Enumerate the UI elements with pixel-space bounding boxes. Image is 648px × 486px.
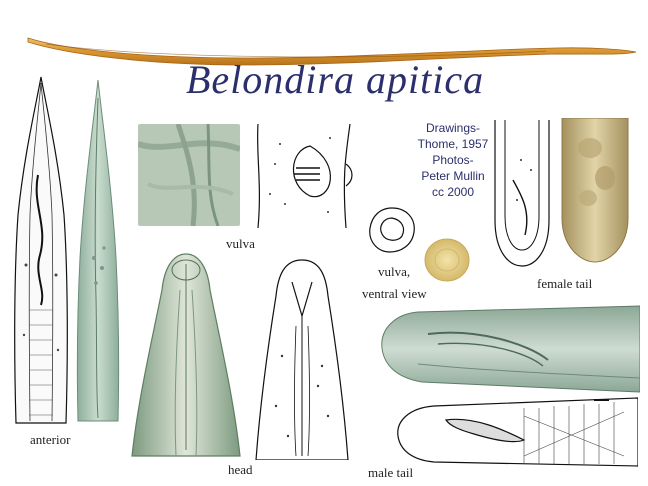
credits-line: cc 2000	[431, 185, 475, 199]
credits-line: Drawings-	[425, 121, 480, 135]
male-tail-photo	[381, 305, 640, 393]
head-label: head	[228, 462, 253, 477]
ventral-view-label: ventral view	[362, 286, 427, 301]
head-photo	[131, 253, 241, 457]
female-tail-photo	[561, 118, 629, 263]
credits-line: Peter Mullin	[421, 169, 485, 183]
female-tail-drawing	[494, 120, 550, 267]
vulva-ventral-photo	[424, 238, 470, 282]
anterior-photo	[76, 79, 120, 422]
vulva-ventral-label: vulva,	[378, 264, 411, 279]
credits-line: Photos-	[432, 153, 474, 167]
male-tail-drawing	[397, 397, 638, 467]
credits-line: Thome, 1957	[417, 137, 489, 151]
vulva-drawing	[256, 124, 353, 228]
page-title: Belondira apitica	[186, 57, 485, 102]
vulva-label: vulva	[226, 236, 255, 251]
anterior-label: anterior	[30, 432, 71, 447]
head-drawing	[255, 259, 349, 460]
anterior-drawing	[14, 76, 68, 424]
female-tail-label: female tail	[537, 276, 593, 291]
whole-worm-photo	[27, 37, 637, 66]
male-tail-label: male tail	[368, 465, 414, 480]
vulva-photo	[138, 124, 240, 226]
vulva-ventral-drawing	[369, 207, 415, 253]
credits: Drawings- Thome, 1957 Photos- Peter Mull…	[408, 120, 498, 200]
